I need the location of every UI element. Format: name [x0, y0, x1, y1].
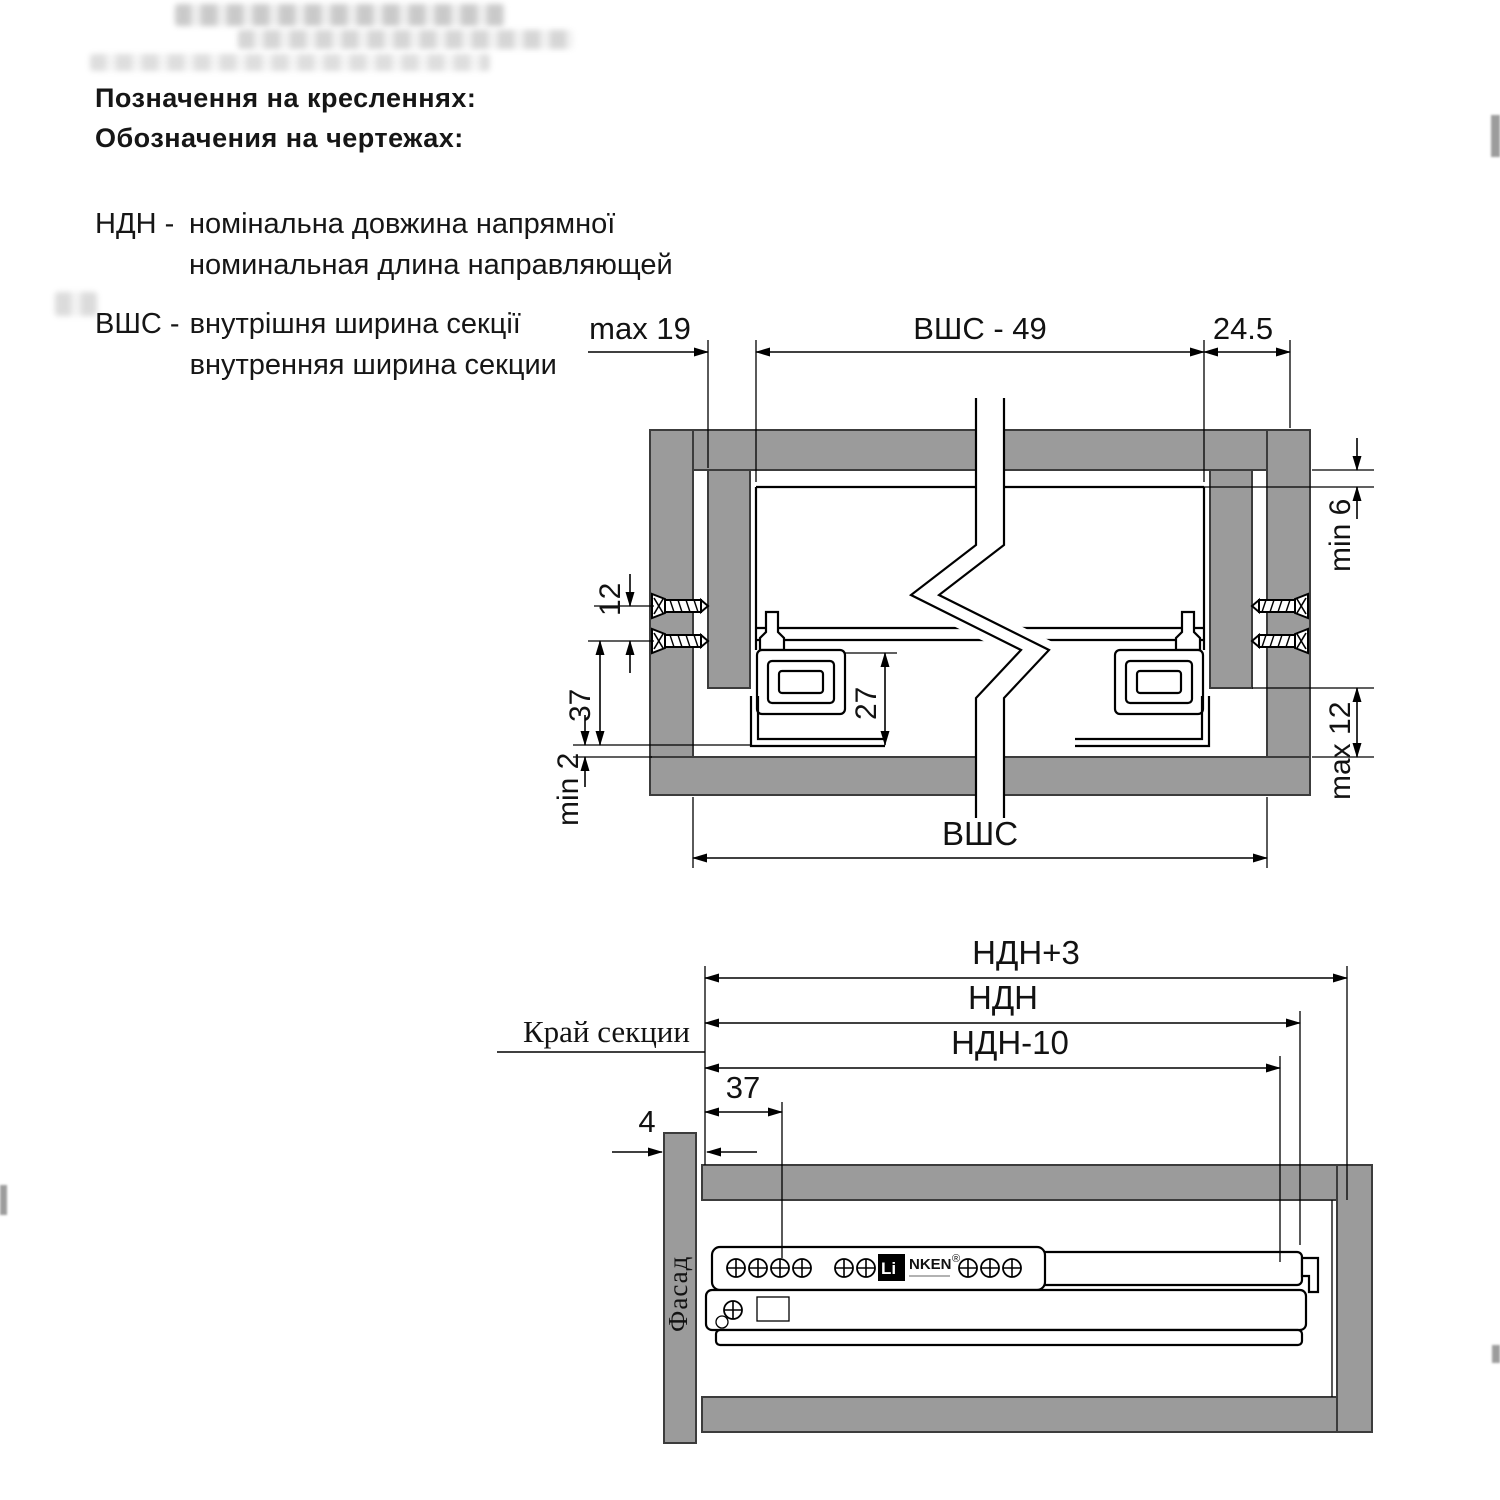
mount-hole-icon — [748, 1258, 768, 1278]
dim-ndn-minus10: НДН-10 — [951, 1024, 1069, 1061]
dimension-4: 4 — [612, 1104, 757, 1157]
section-edge-label: Край секции — [523, 1014, 690, 1049]
section-right-side — [1209, 469, 1253, 689]
dim-24-5: 24.5 — [1213, 311, 1273, 346]
mount-hole-icon — [726, 1258, 746, 1278]
dim-4: 4 — [638, 1104, 655, 1139]
legend-item-ndn: НДН - номінальна довжина напрямної номин… — [95, 204, 673, 286]
section-cross-drawing: max 19 ВШС - 49 24.5 min 6 max 12 12 37 — [552, 311, 1374, 868]
slide-side-view: Li NKEN ® — [704, 1245, 1320, 1347]
dimension-37-side: 37 — [704, 1070, 783, 1258]
dim-max19: max 19 — [589, 311, 691, 346]
break-symbol — [896, 398, 1060, 818]
mount-hole-icon — [856, 1258, 876, 1278]
cabinet-bottom-side — [701, 1396, 1373, 1433]
dimension-right-side: min 6 max 12 — [1204, 438, 1374, 800]
scan-edge-mark — [1492, 1345, 1500, 1363]
dim-ndn: НДН — [968, 979, 1038, 1016]
scan-artifact — [55, 292, 97, 316]
scan-artifact — [238, 30, 573, 49]
dim-max12: max 12 — [1324, 702, 1357, 800]
slide-profile-left — [749, 610, 887, 748]
legend-title-ru: Обозначения на чертежах: — [95, 123, 464, 153]
legend-abbr-vshs: ВШС - — [95, 308, 180, 340]
dimension-top-row: max 19 ВШС - 49 24.5 — [588, 311, 1291, 482]
legend-def-vshs-ru: внутренняя ширина секции — [189, 349, 557, 381]
section-left-side — [707, 469, 751, 689]
dim-ndn-plus3: НДН+3 — [972, 934, 1080, 971]
legend-abbr-ndn: НДН - — [95, 208, 175, 240]
scan-edge-mark — [0, 1185, 7, 1215]
dim-37-side: 37 — [726, 1070, 760, 1105]
legend-def-ndn-uk: номінальна довжина напрямної — [189, 208, 616, 240]
dimension-left-side: 12 37 min 2 — [552, 574, 751, 826]
brand-registered-icon: ® — [952, 1253, 960, 1265]
slide-square-hole — [756, 1296, 790, 1322]
scan-artifact — [175, 4, 505, 26]
dimension-vshs-bottom: ВШС — [692, 797, 1268, 868]
legend-def-ndn: номінальна довжина напрямної номинальная… — [189, 204, 673, 286]
mount-hole-icon — [723, 1300, 743, 1320]
mount-hole-icon — [770, 1258, 790, 1278]
brand-nken: NKEN — [909, 1256, 952, 1273]
mount-hole-icon — [980, 1258, 1000, 1278]
scan-artifact — [90, 54, 490, 71]
dim-12: 12 — [594, 583, 627, 616]
dim-min6: min 6 — [1324, 499, 1357, 572]
dim-vshs-49: ВШС - 49 — [913, 311, 1047, 346]
cabinet-back-side — [1336, 1164, 1373, 1433]
slide-rear-hook — [1300, 1256, 1320, 1294]
legend-title-uk: Позначення на кресленнях: — [95, 83, 477, 113]
legend-def-vshs: внутрішня ширина секції внутренняя ширин… — [190, 304, 557, 386]
legend-item-vshs: ВШС - внутрішня ширина секції внутренняя… — [95, 304, 673, 386]
scan-edge-mark — [1491, 115, 1500, 157]
cabinet-top-side — [701, 1164, 1373, 1201]
legend-def-vshs-uk: внутрішня ширина секції — [189, 308, 521, 340]
mount-hole-icon — [834, 1258, 854, 1278]
slide-lower-rail — [704, 1288, 1308, 1332]
mount-hole-icon — [792, 1258, 812, 1278]
facade-label: Фасад — [663, 1256, 693, 1332]
side-view-drawing: Фасад Li NKEN ® — [497, 934, 1373, 1444]
legend-items: НДН - номінальна довжина напрямної номин… — [95, 204, 673, 386]
dim-37-section: 37 — [564, 689, 597, 722]
dim-27: 27 — [850, 687, 883, 720]
dimension-27: 27 — [845, 652, 897, 746]
section-edge-callout: Край секции — [497, 1014, 705, 1053]
dim-vshs: ВШС — [942, 815, 1018, 852]
dim-min2: min 2 — [552, 753, 585, 826]
slide-front-pin — [715, 1315, 729, 1329]
dimension-ndn-group: НДН+3 НДН НДН-10 — [704, 934, 1348, 1262]
mount-hole-icon — [1002, 1258, 1022, 1278]
slide-profile-right — [1073, 610, 1211, 748]
mount-hole-icon — [958, 1258, 978, 1278]
legend: Позначення на кресленнях: Обозначения на… — [95, 78, 673, 404]
legend-def-ndn-ru: номинальная длина направляющей — [189, 249, 673, 281]
facade-panel — [663, 1132, 697, 1444]
slide-bottom-strip — [714, 1328, 1304, 1347]
brand-logo: Li NKEN ® — [878, 1253, 960, 1281]
brand-li: Li — [881, 1259, 896, 1278]
